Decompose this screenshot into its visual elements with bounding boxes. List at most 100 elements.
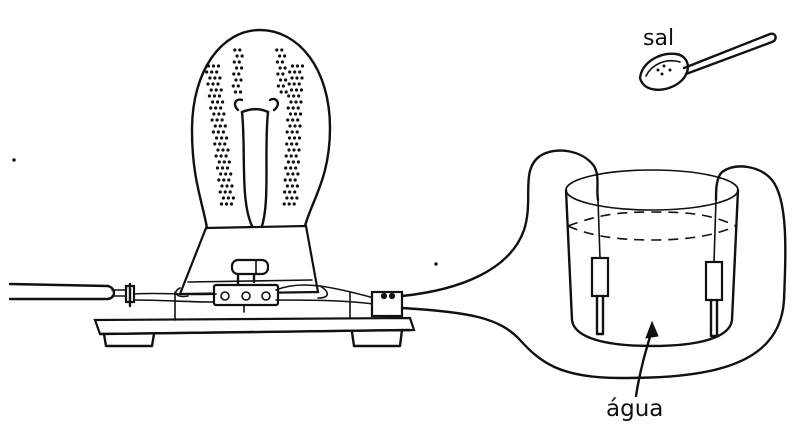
stipple-dot bbox=[276, 84, 280, 88]
stipple-dot bbox=[228, 190, 232, 194]
stipple-dot bbox=[287, 202, 291, 206]
stipple-dot bbox=[285, 184, 289, 188]
stipple-dot bbox=[238, 48, 242, 52]
stipple-dot bbox=[211, 64, 216, 68]
stipple-dot bbox=[292, 202, 296, 206]
stipple-dot bbox=[286, 172, 290, 176]
stipple-dot bbox=[231, 196, 235, 200]
stipple-dot bbox=[226, 196, 230, 200]
stipple-dot bbox=[233, 90, 238, 94]
stipple-dot bbox=[225, 166, 230, 170]
stipple-dot bbox=[237, 60, 241, 64]
terminal-block bbox=[370, 290, 404, 318]
stipple-dot bbox=[226, 148, 230, 152]
stipple-dot bbox=[218, 190, 222, 194]
stipple-dot bbox=[225, 184, 229, 188]
beaker bbox=[564, 169, 740, 348]
stipple-dot bbox=[280, 60, 284, 64]
speck bbox=[12, 158, 16, 162]
stipple-dot bbox=[289, 100, 293, 104]
stipple-dot bbox=[232, 72, 236, 76]
stipple-dot bbox=[216, 100, 220, 104]
stipple-dot bbox=[237, 72, 241, 76]
stipple-dot bbox=[216, 130, 220, 134]
stipple-dot bbox=[239, 78, 243, 82]
stipple-dot bbox=[291, 106, 295, 110]
stipple-dot bbox=[208, 76, 212, 80]
stipple-dot bbox=[295, 64, 300, 68]
stipple-dot bbox=[286, 118, 290, 122]
stipple-dot bbox=[284, 90, 288, 94]
stipple-dot bbox=[287, 148, 291, 152]
stipple-dot bbox=[284, 154, 288, 158]
base-board bbox=[93, 291, 416, 348]
stipple-dot bbox=[222, 112, 226, 116]
stipple-dot bbox=[289, 154, 293, 158]
stipple-dot bbox=[235, 54, 239, 58]
stipple-dot bbox=[292, 82, 296, 86]
stipple-dot bbox=[300, 64, 305, 68]
stipple-dot bbox=[275, 48, 279, 52]
stipple-dot bbox=[209, 88, 213, 92]
stipple-dot bbox=[221, 130, 225, 134]
stipple-dot bbox=[235, 66, 239, 70]
stipple-dot bbox=[275, 60, 279, 64]
stipple-dot bbox=[296, 106, 300, 110]
stipple-dot bbox=[283, 190, 287, 194]
stipple-dot bbox=[221, 196, 225, 200]
stipple-dot bbox=[290, 64, 295, 68]
stipple-dot bbox=[296, 172, 300, 176]
light-bulb bbox=[190, 28, 332, 230]
stipple-dot bbox=[223, 124, 227, 128]
stipple-dot bbox=[283, 54, 287, 58]
stipple-dot bbox=[297, 94, 301, 98]
stipple-dot bbox=[221, 100, 225, 104]
stipple-dot bbox=[298, 124, 302, 128]
spoon-with-salt bbox=[638, 32, 777, 91]
stipple-dot bbox=[213, 124, 217, 128]
stipple-dot bbox=[290, 142, 294, 146]
stipple-dot bbox=[297, 82, 301, 86]
stipple-dot bbox=[297, 148, 301, 152]
stipple-dot bbox=[295, 196, 299, 200]
stipple-dot bbox=[230, 184, 234, 188]
stipple-dot bbox=[218, 124, 222, 128]
stipple-dot bbox=[213, 76, 217, 80]
stipple-dot bbox=[298, 112, 303, 116]
electrode-left bbox=[590, 199, 610, 336]
stipple-dot bbox=[216, 148, 220, 152]
stipple-dot bbox=[220, 136, 224, 140]
stipple-dot bbox=[284, 166, 288, 170]
stipple-dot bbox=[290, 196, 294, 200]
stipple-dot bbox=[215, 70, 219, 74]
stipple-dot bbox=[207, 94, 211, 98]
stipple-dot bbox=[286, 160, 290, 164]
stipple-dot bbox=[278, 66, 282, 70]
stipple-dot bbox=[293, 112, 298, 116]
stipple-dot bbox=[293, 70, 297, 74]
electrode-right bbox=[704, 199, 724, 338]
stipple-dot bbox=[292, 94, 296, 98]
stipple-dot bbox=[285, 142, 289, 146]
stipple-dot bbox=[283, 178, 287, 182]
stipple-dot bbox=[220, 118, 224, 122]
stipple-dot bbox=[295, 184, 299, 188]
water-arrow bbox=[634, 320, 659, 398]
stipple-dot bbox=[287, 136, 292, 140]
stipple-dot bbox=[211, 82, 215, 86]
stipple-dot bbox=[281, 72, 285, 76]
stipple-dot bbox=[205, 70, 209, 74]
stipple-dot bbox=[229, 172, 233, 176]
stipple-dot bbox=[292, 136, 297, 140]
stipple-dot bbox=[240, 54, 244, 58]
stipple-dot bbox=[214, 154, 218, 158]
stipple-dot bbox=[236, 84, 240, 88]
stipple-dot bbox=[288, 178, 292, 182]
stipple-dot bbox=[294, 88, 299, 92]
stipple-dot bbox=[210, 70, 214, 74]
label-salt: sal bbox=[643, 26, 675, 51]
stipple-dot bbox=[289, 166, 293, 170]
stipple-dot bbox=[293, 190, 297, 194]
stipple-dot bbox=[213, 142, 217, 146]
cord-connector bbox=[124, 282, 136, 308]
